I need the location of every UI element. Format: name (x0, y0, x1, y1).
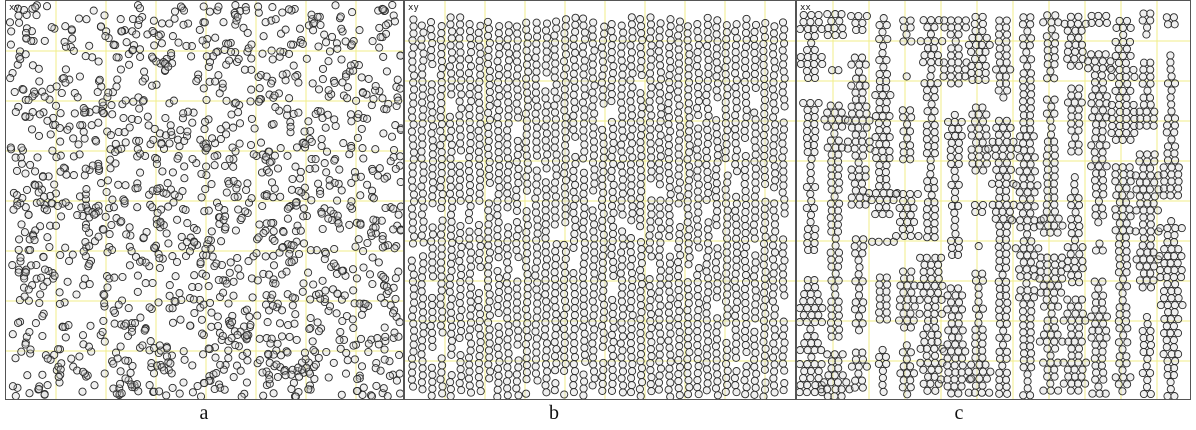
caption-a: a (184, 401, 224, 425)
corner-tag-c: xx (800, 3, 811, 13)
caption-c: c (939, 401, 979, 425)
corner-tag-b: xy (408, 3, 419, 13)
panel-b: xy (404, 0, 796, 400)
caption-b: b (534, 401, 574, 425)
particles (408, 14, 788, 400)
particles (797, 10, 1186, 400)
particle-plot-a (6, 1, 404, 400)
particle-plot-b (405, 1, 796, 400)
panel-a: xy (5, 0, 404, 400)
corner-tag-a: xy (9, 3, 20, 13)
particle-plot-c (797, 1, 1191, 400)
panel-c: xx (796, 0, 1191, 400)
